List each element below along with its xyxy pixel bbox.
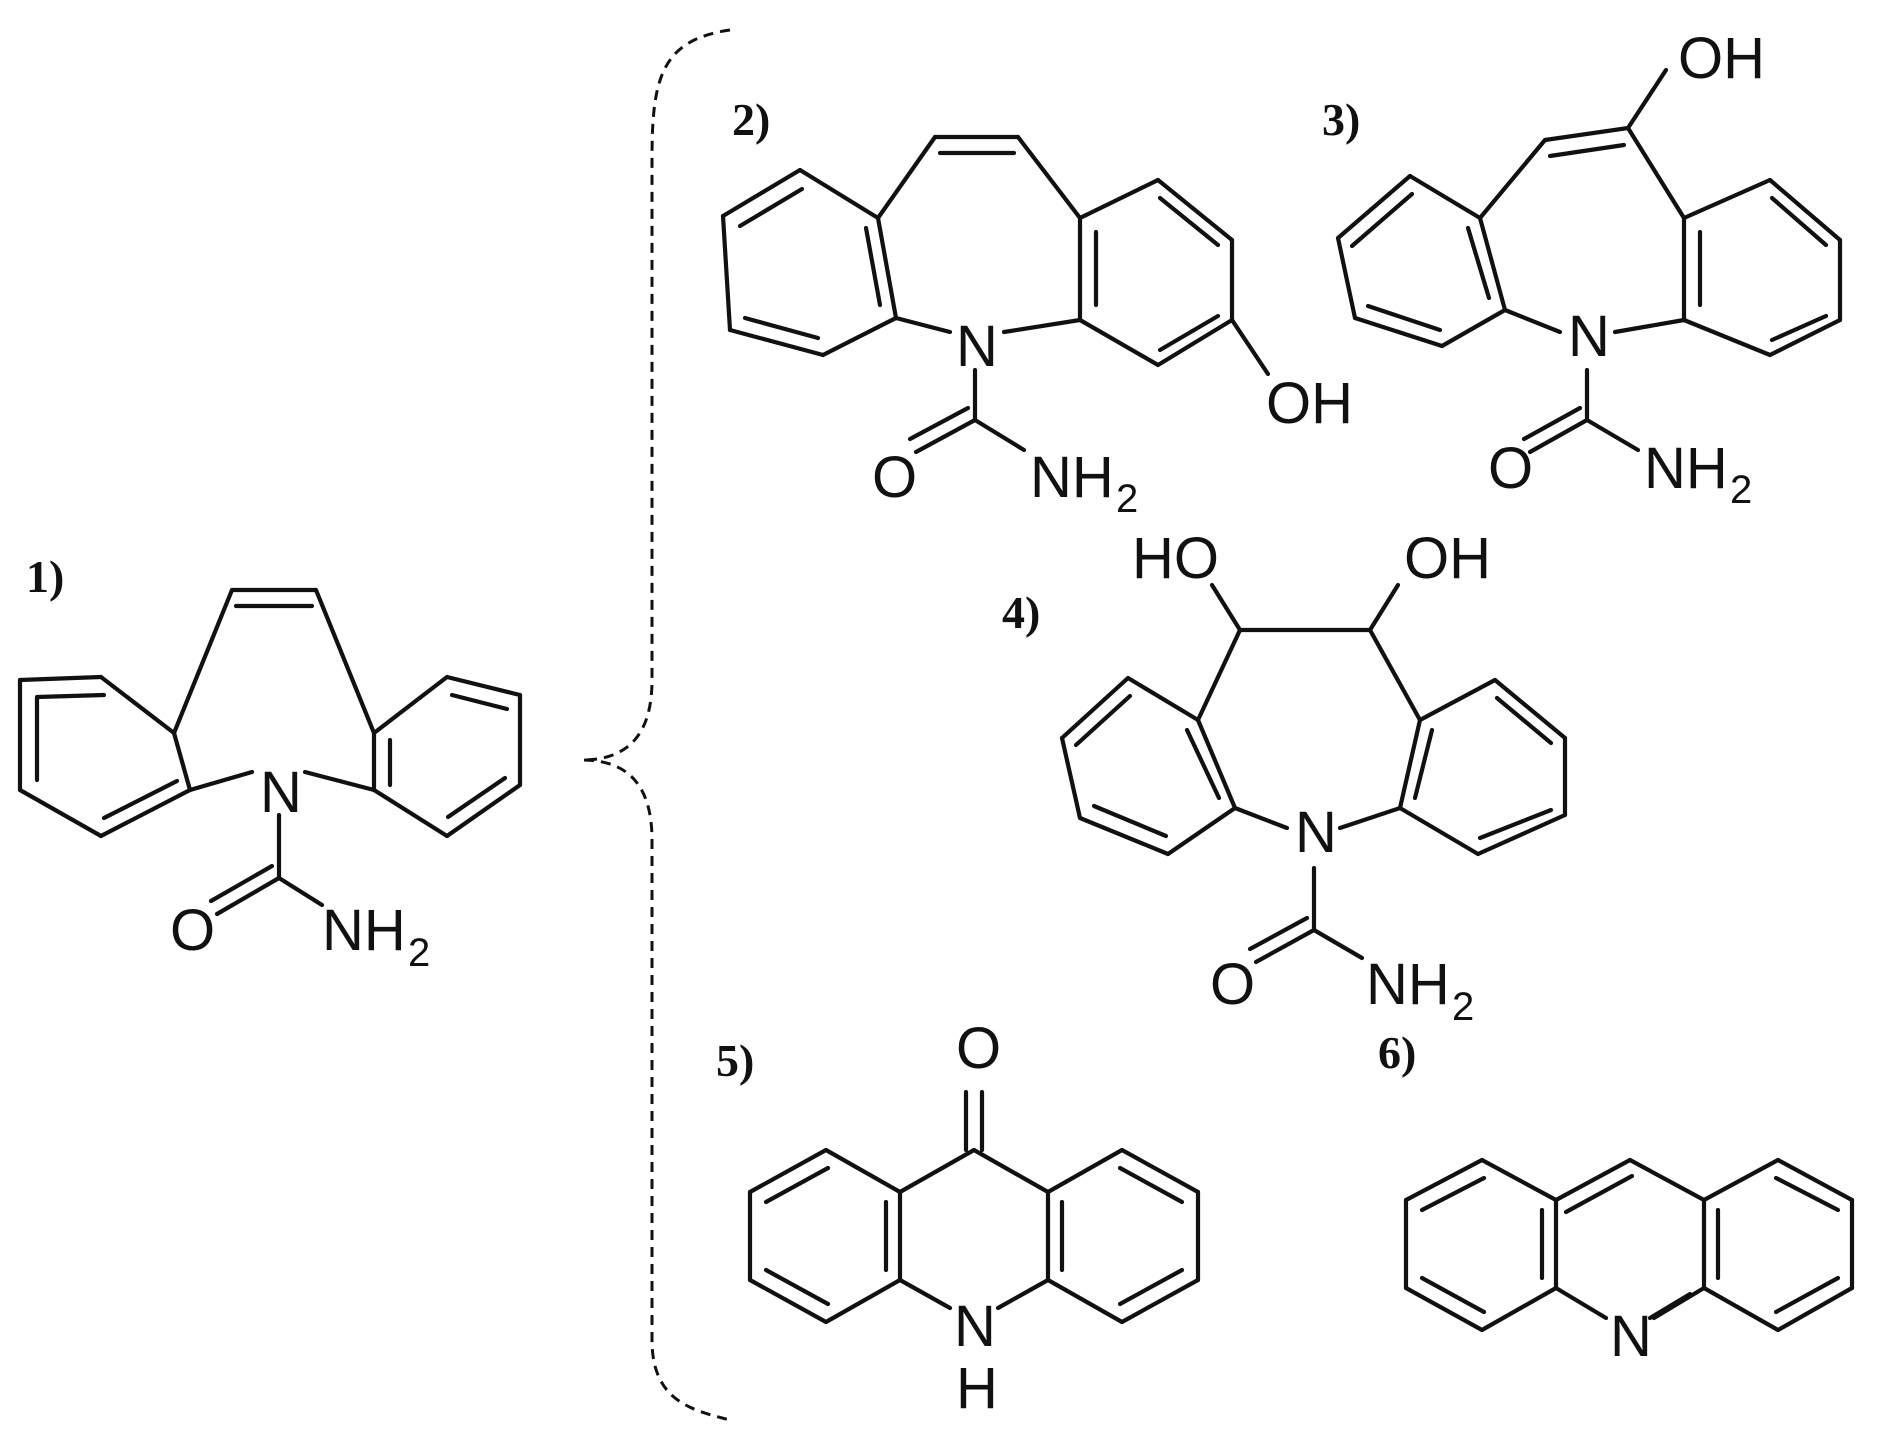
atom-N: N: [1610, 1304, 1652, 1369]
atom-OH: OH: [1678, 26, 1765, 91]
atom-OH: OH: [1404, 526, 1491, 591]
atom-O: O: [1210, 952, 1255, 1017]
compound-number-2: 2): [732, 94, 770, 145]
compound-3: 3): [1322, 26, 1843, 512]
compound-1-bonds: [17, 587, 523, 917]
atom-NH: NH: [322, 898, 406, 963]
atom-N: N: [954, 1294, 996, 1359]
atom-O: O: [956, 1016, 1001, 1081]
atom-NH: NH: [1644, 436, 1728, 501]
dashed-brace: [581, 28, 731, 1422]
compound-number-3: 3): [1322, 94, 1360, 145]
atom-O: O: [170, 898, 215, 963]
atom-subscript-2: 2: [1730, 468, 1752, 512]
compound-6: 6): [1378, 1027, 1855, 1369]
atom-H: H: [956, 1356, 998, 1421]
atom-OH: OH: [1266, 371, 1353, 436]
atom-subscript-2: 2: [408, 931, 430, 975]
atom-subscript-2: 2: [1452, 985, 1474, 1029]
atom-subscript-2: 2: [1116, 477, 1138, 521]
compound-4: 4): [1002, 526, 1568, 1029]
atom-NH: NH: [1366, 952, 1450, 1017]
compound-number-4: 4): [1002, 587, 1040, 638]
atom-O: O: [872, 445, 917, 510]
atom-O: O: [1488, 436, 1533, 501]
atom-N: N: [1295, 800, 1337, 865]
compound-number-1: 1): [26, 551, 64, 602]
compound-5-bonds: [747, 1089, 1201, 1325]
compound-4-bonds: [1059, 582, 1568, 965]
compound-5: 5): [716, 1016, 1201, 1421]
atom-HO: HO: [1132, 526, 1219, 591]
atom-N: N: [956, 314, 998, 379]
compound-1: 1): [17, 551, 523, 975]
compound-2: 2): [720, 94, 1353, 521]
compound-number-5: 5): [716, 1035, 754, 1086]
compound-6-bonds: [1403, 1157, 1855, 1333]
compound-2-bonds: [720, 134, 1271, 455]
atom-N: N: [260, 760, 302, 825]
atom-N: N: [1568, 304, 1610, 369]
atom-NH: NH: [1030, 445, 1114, 510]
compound-number-6: 6): [1378, 1027, 1416, 1078]
compound-3-bonds: [1335, 67, 1843, 455]
